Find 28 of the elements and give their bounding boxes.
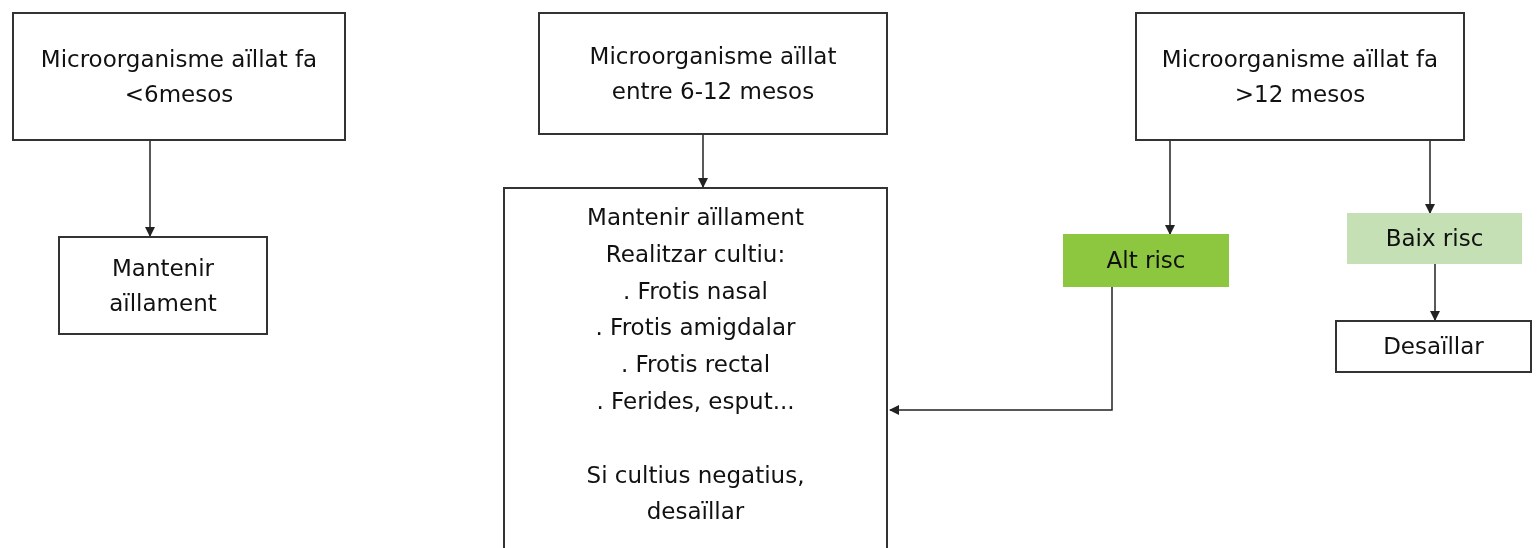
process-box bbox=[503, 187, 888, 548]
arrow bbox=[698, 134, 708, 188]
process-box bbox=[1135, 12, 1465, 141]
box-text: Desaïllar bbox=[1383, 332, 1484, 362]
risk-box bbox=[1347, 213, 1522, 264]
arrow bbox=[1165, 140, 1175, 235]
box-text: Mantenir aïllament bbox=[587, 203, 804, 232]
box-text: Mantenir aïllament bbox=[108, 254, 218, 318]
box-text: Realitzar cultiu: bbox=[605, 239, 786, 269]
box-text: Microorganisme aïllat fa <6mesos bbox=[39, 45, 319, 109]
process-box bbox=[538, 12, 888, 135]
process-box bbox=[1335, 320, 1532, 373]
box-text: Microorganisme aïllat fa >12 mesos bbox=[1160, 45, 1440, 109]
box-text: Alt risc bbox=[1106, 246, 1186, 276]
box-text: Baix risc bbox=[1385, 224, 1484, 254]
box-text: . Frotis nasal bbox=[622, 276, 768, 306]
arrow bbox=[145, 140, 155, 237]
box-text: Microorganisme aïllat entre 6-12 mesos bbox=[588, 42, 838, 106]
box-text: . Frotis amigdalar bbox=[595, 313, 796, 343]
arrow bbox=[1425, 140, 1435, 214]
box-text: . Ferides, esput... bbox=[596, 387, 795, 416]
process-box bbox=[12, 12, 346, 141]
arrow bbox=[1430, 263, 1440, 321]
box-text: Si cultius negatius, desaïllar bbox=[585, 460, 806, 527]
arrow bbox=[889, 286, 1113, 415]
risk-box bbox=[1063, 234, 1229, 287]
process-box bbox=[58, 236, 268, 335]
box-text: . Frotis rectal bbox=[620, 350, 771, 380]
